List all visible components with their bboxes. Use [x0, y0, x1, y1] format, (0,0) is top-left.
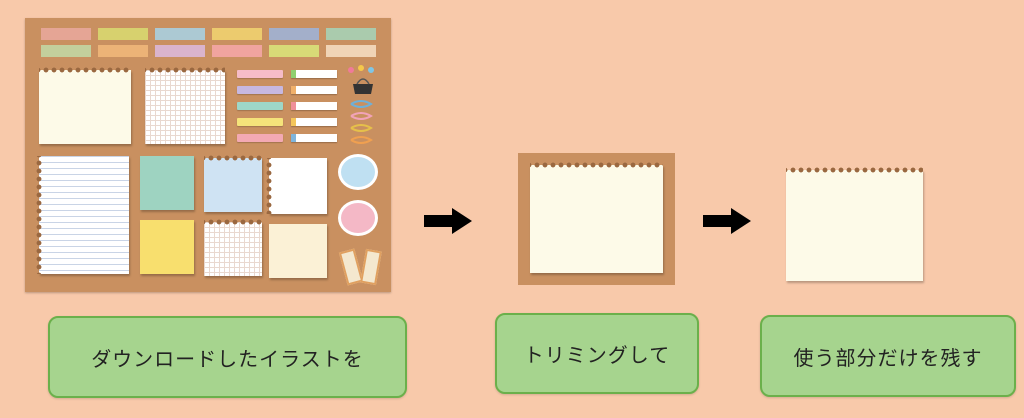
- washi-tape: [326, 28, 376, 40]
- memo-pad: [530, 161, 663, 273]
- step-label-trim: トリミングして: [495, 313, 699, 394]
- lined-notebook: [35, 156, 129, 274]
- flag-tab: [291, 86, 337, 94]
- washi-tape: [155, 28, 205, 40]
- step-label-keep: 使う部分だけを残す: [760, 315, 1016, 397]
- right-arrow-icon: [424, 208, 474, 234]
- sticky-strip: [237, 86, 283, 94]
- washi-tape: [98, 45, 148, 57]
- washi-tape: [98, 28, 148, 40]
- flag-tab: [291, 102, 337, 110]
- memo-pad-blue: [204, 154, 262, 212]
- washi-tape: [155, 45, 205, 57]
- sticky-strip: [237, 134, 283, 142]
- right-arrow-icon: [703, 208, 753, 234]
- washi-tape: [41, 45, 91, 57]
- flag-tab: [291, 118, 337, 126]
- sticky-strip: [237, 118, 283, 126]
- cream-note: [269, 224, 327, 278]
- step-label-text: トリミングして: [523, 343, 671, 367]
- speech-bubble-pink: [338, 200, 378, 236]
- torn-paper: [265, 158, 327, 214]
- washi-tape: [269, 28, 319, 40]
- paper-tag: [360, 248, 382, 286]
- sticky-note-yellow: [140, 220, 194, 274]
- washi-tape: [326, 45, 376, 57]
- speech-bubble-blue: [338, 154, 378, 190]
- washi-tape: [41, 28, 91, 40]
- binder-clip-icon: [348, 65, 374, 144]
- flag-tab: [291, 70, 337, 78]
- memo-pad-grid-small: [204, 218, 262, 276]
- washi-tape: [269, 45, 319, 57]
- sticky-strip: [237, 102, 283, 110]
- flag-tab: [291, 134, 337, 142]
- washi-tape: [212, 45, 262, 57]
- sticky-note-green: [140, 156, 194, 210]
- memo-pad-grid: [145, 66, 225, 144]
- step-label-text: ダウンロードしたイラストを: [91, 346, 364, 371]
- stationery-illustration: [25, 18, 391, 292]
- sticky-strip: [237, 70, 283, 78]
- step-label-download: ダウンロードしたイラストを: [48, 316, 407, 398]
- step-label-text: 使う部分だけを残す: [793, 345, 983, 370]
- memo-pad: [39, 66, 131, 144]
- memo-pad-result: [786, 166, 923, 281]
- trimmed-memo: [518, 153, 675, 285]
- washi-tape: [212, 28, 262, 40]
